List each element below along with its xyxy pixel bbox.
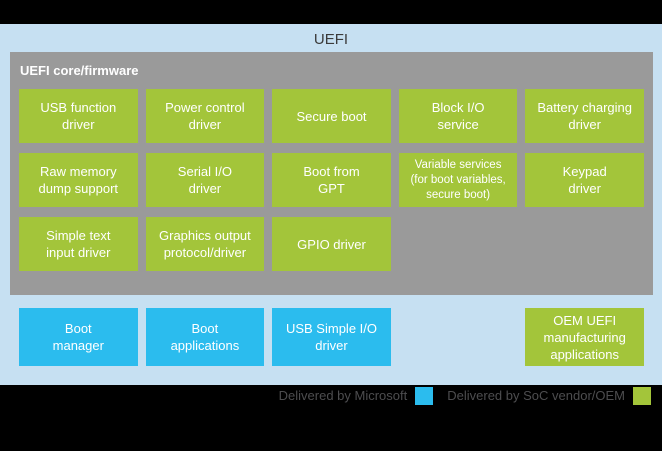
- legend-label-soc-oem: Delivered by SoC vendor/OEM: [447, 388, 625, 403]
- box-variable-services: Variable services (for boot variables, s…: [398, 153, 518, 207]
- legend-item-microsoft: Delivered by Microsoft: [279, 387, 434, 405]
- diagram-title: UEFI: [313, 31, 349, 48]
- bottom-boxes-row: Boot manager Boot applications USB Simpl…: [10, 308, 653, 366]
- uefi-core-container: UEFI core/firmware USB function driver P…: [10, 52, 653, 295]
- box-boot-from-gpt: Boot from GPT: [272, 153, 391, 207]
- box-block-io-service: Block I/O service: [398, 89, 518, 143]
- box-keypad-driver: Keypad driver: [525, 153, 644, 207]
- box-boot-applications: Boot applications: [145, 308, 265, 366]
- box-simple-text-input-driver: Simple text input driver: [19, 217, 138, 271]
- legend-band: Delivered by Microsoft Delivered by SoC …: [0, 385, 662, 451]
- box-power-control-driver: Power control driver: [145, 89, 265, 143]
- diagram-canvas: UEFI UEFI core/firmware USB function dri…: [0, 24, 662, 385]
- box-raw-memory-dump-support: Raw memory dump support: [19, 153, 138, 207]
- box-boot-manager: Boot manager: [19, 308, 138, 366]
- legend-row: Delivered by Microsoft Delivered by SoC …: [0, 385, 662, 405]
- box-graphics-output-protocol-driver: Graphics output protocol/driver: [145, 217, 265, 271]
- box-battery-charging-driver: Battery charging driver: [525, 89, 644, 143]
- legend-item-soc-oem: Delivered by SoC vendor/OEM: [447, 387, 651, 405]
- uefi-core-label: UEFI core/firmware: [20, 63, 139, 78]
- box-usb-function-driver: USB function driver: [19, 89, 138, 143]
- core-driver-grid: USB function driver Power control driver…: [19, 89, 644, 271]
- box-gpio-driver: GPIO driver: [272, 217, 391, 271]
- microsoft-color-swatch-icon: [415, 387, 434, 405]
- box-oem-uefi-manufacturing-applications: OEM UEFI manufacturing applications: [525, 308, 644, 366]
- legend-label-microsoft: Delivered by Microsoft: [278, 388, 408, 403]
- soc-oem-color-swatch-icon: [633, 387, 651, 405]
- box-serial-io-driver: Serial I/O driver: [145, 153, 265, 207]
- box-usb-simple-io-driver: USB Simple I/O driver: [272, 308, 391, 366]
- box-secure-boot: Secure boot: [272, 89, 391, 143]
